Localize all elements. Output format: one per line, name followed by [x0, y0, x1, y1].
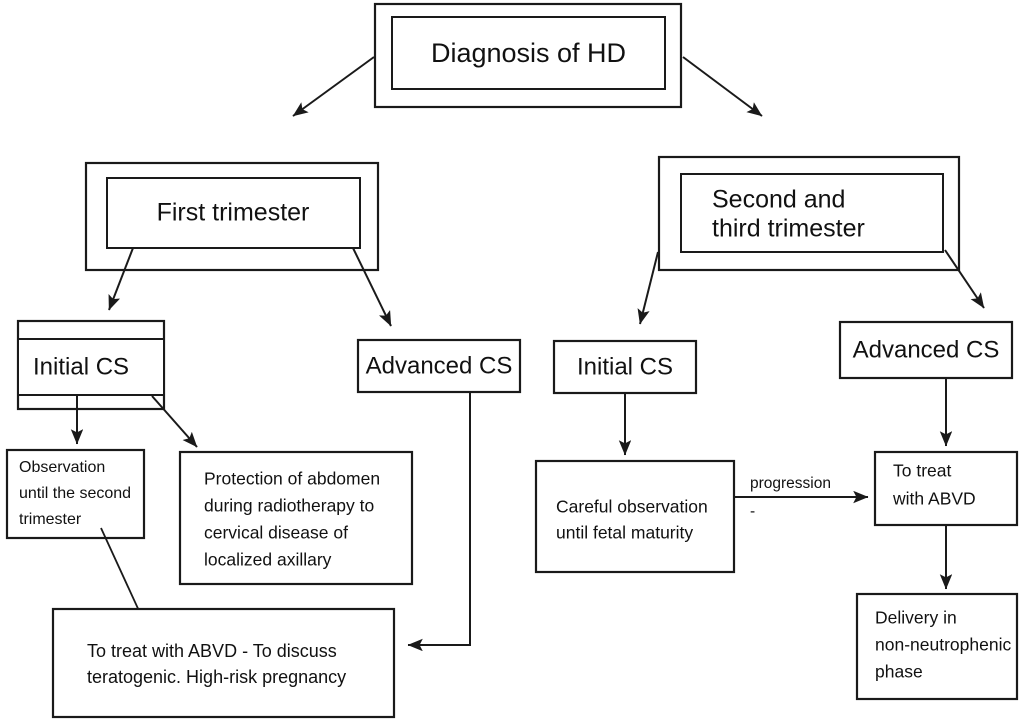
edge-root-to-second-third-trimester	[682, 56, 763, 117]
protection-line-3: cervical disease of	[204, 523, 348, 543]
to-treat-with-abvd-border	[873, 450, 1019, 527]
right-advanced-cs-border	[838, 320, 1014, 380]
protection-line-1: Protection of abdomen	[204, 469, 380, 489]
first-trimester-inner-border	[106, 177, 361, 249]
node-to-treat-with-abvd[interactable]: To treat with ABVD	[873, 450, 1019, 527]
node-observation-second-trimester[interactable]: Observation until the second trimester	[5, 448, 146, 540]
careful-observation-border	[534, 459, 736, 574]
careful-observation-line-1: Careful observation	[556, 497, 708, 517]
node-left-initial-cs[interactable]: Initial CS	[16, 319, 166, 411]
delivery-border	[855, 592, 1019, 701]
to-treat-with-abvd-line-1: To treat	[893, 461, 951, 481]
second-third-trimester-label-line1: Second and	[712, 186, 845, 214]
right-initial-cs-border	[552, 339, 698, 395]
edge-left-advanced-cs-to-treat-abvd	[407, 393, 471, 652]
treat-abvd-discuss-line-1: To treat with ABVD - To discuss	[87, 641, 337, 661]
left-initial-cs-label: Initial CS	[33, 353, 129, 380]
delivery-line-3: phase	[875, 662, 923, 682]
right-advanced-cs-label: Advanced CS	[853, 336, 1000, 363]
node-left-advanced-cs[interactable]: Advanced CS	[356, 338, 522, 394]
node-careful-observation[interactable]: Careful observation until fetal maturity	[534, 459, 736, 574]
diagnosis-hd-label: Diagnosis of HD	[431, 38, 626, 68]
node-delivery-non-neutrophenic[interactable]: Delivery in non-neutrophenic phase	[855, 592, 1019, 701]
observation-border	[5, 448, 146, 540]
node-first-trimester[interactable]: First trimester	[84, 161, 380, 272]
left-advanced-cs-border	[356, 338, 522, 394]
treat-abvd-discuss-border	[51, 607, 396, 719]
protection-border	[178, 450, 414, 586]
edge-first-trimester-to-left-initial-cs	[108, 247, 134, 311]
edge-second-third-to-right-advanced-cs	[944, 249, 985, 309]
treat-abvd-discuss-line-2: teratogenic. High-risk pregnancy	[87, 667, 346, 687]
node-diagnosis-hd[interactable]: Diagnosis of HD	[373, 2, 683, 109]
edge-label-progression: progression	[750, 475, 831, 492]
node-treat-with-abvd-discuss[interactable]: To treat with ABVD - To discuss teratoge…	[51, 607, 396, 719]
node-right-initial-cs[interactable]: Initial CS	[552, 339, 698, 395]
node-second-third-trimester[interactable]: Second and third trimester	[657, 155, 961, 272]
first-trimester-label: First trimester	[157, 199, 310, 227]
second-third-trimester-label-line2: third trimester	[712, 215, 865, 243]
edge-first-trimester-to-left-advanced-cs	[352, 247, 392, 327]
observation-line-2: until the second	[19, 485, 131, 502]
left-initial-cs-inner-border	[17, 338, 165, 396]
protection-line-2: during radiotherapy to	[204, 496, 374, 516]
protection-line-4: localized axillary	[204, 550, 332, 570]
edge-careful-to-treat-abvd: progression -	[735, 475, 869, 520]
node-protection-abdomen[interactable]: Protection of abdomen during radiotherap…	[178, 450, 414, 586]
diagnosis-hd-inner-border	[391, 16, 666, 90]
edge-second-third-to-right-initial-cs	[637, 251, 659, 325]
observation-line-3: trimester	[19, 511, 82, 528]
to-treat-with-abvd-line-2: with ABVD	[892, 489, 976, 509]
delivery-line-2: non-neutrophenic	[875, 635, 1011, 655]
edge-root-to-first-trimester	[292, 56, 375, 117]
edge-label-progression-dash: -	[750, 503, 755, 520]
edge-left-initial-cs-to-protection	[151, 395, 198, 448]
node-right-advanced-cs[interactable]: Advanced CS	[838, 320, 1014, 380]
left-advanced-cs-label: Advanced CS	[366, 352, 513, 379]
careful-observation-line-2: until fetal maturity	[556, 523, 693, 543]
right-initial-cs-label: Initial CS	[577, 353, 673, 380]
observation-line-1: Observation	[19, 459, 105, 476]
second-third-trimester-inner-border	[680, 173, 944, 253]
delivery-line-1: Delivery in	[875, 608, 957, 628]
